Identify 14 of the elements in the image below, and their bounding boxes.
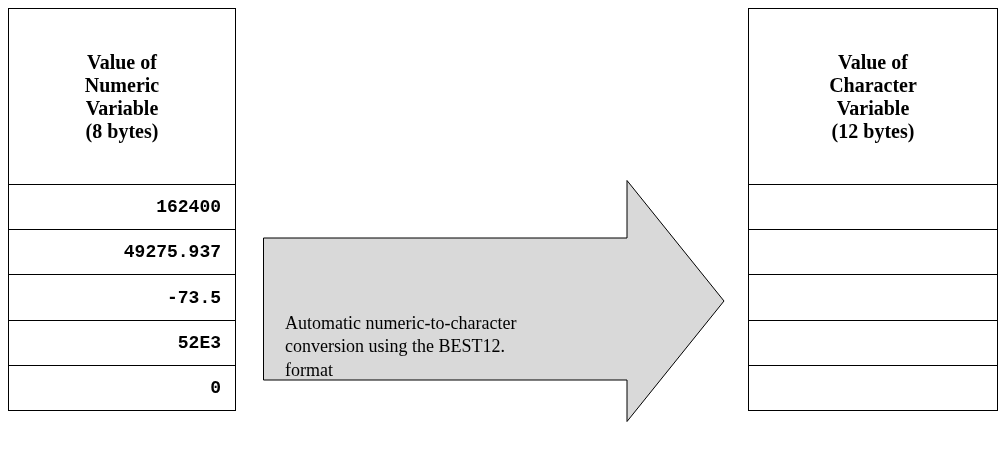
- value-cell: 162400: [8, 184, 236, 230]
- column-header: Value of Character Variable (12 bytes): [748, 8, 998, 185]
- arrow-text: Automatic numeric-to-character conversion using the BEST12. format: [285, 312, 518, 382]
- empty-table-cell: [748, 229, 998, 275]
- value-cell: 52E3: [8, 320, 236, 366]
- block-arrow: [263, 180, 725, 422]
- value-cell: 49275.937: [8, 229, 236, 275]
- value-cell: -73.5: [8, 274, 236, 321]
- value-cell: 0: [8, 365, 236, 411]
- column-header: Value of Numeric Variable (8 bytes): [8, 8, 236, 185]
- empty-table-cell: [748, 320, 998, 366]
- empty-table-cell: [748, 184, 998, 230]
- empty-table-cell: [748, 365, 998, 411]
- empty-table-cell: [748, 274, 998, 321]
